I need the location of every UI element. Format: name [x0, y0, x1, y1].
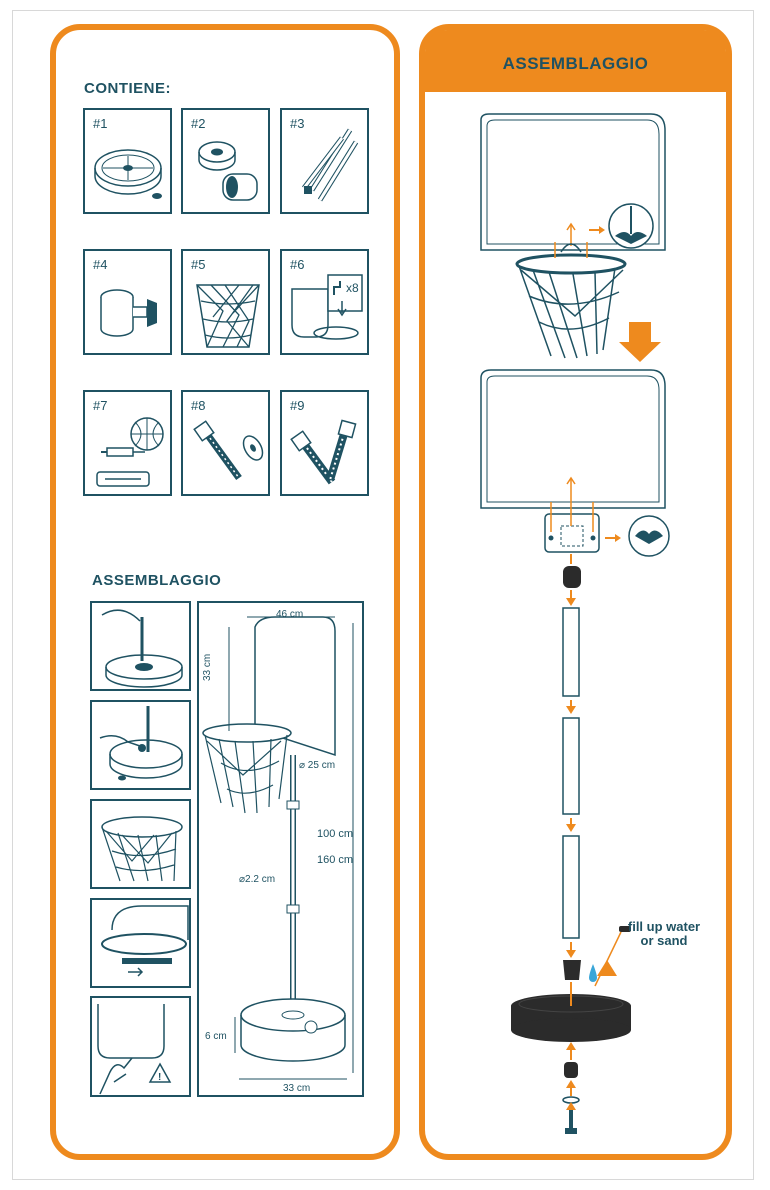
pole-cap: [563, 566, 581, 588]
part-cell-9: #9: [280, 390, 369, 496]
base-plug-top: [563, 960, 581, 980]
step-screw-base-illustration: [99, 706, 183, 781]
assembly-step-2: [90, 700, 191, 790]
rim-diameter-label: ⌀ 25 cm: [299, 760, 336, 771]
water-drop-icon: [589, 964, 597, 982]
part-cell-6: #6 x8: [280, 249, 369, 355]
dimensions-diagram: 46 cm 33 cm ⌀ 25 cm 100 cm 160 cm ⌀2.2 c…: [197, 601, 364, 1097]
hoop-dimensions-illustration: [202, 616, 354, 1080]
part-number: #3: [290, 116, 305, 131]
bolt-washer-icon: [193, 420, 264, 481]
part-number: #5: [191, 257, 206, 272]
part-cell-5: #5: [181, 249, 270, 355]
rim: [515, 253, 627, 275]
part-cell-4: #4: [83, 249, 172, 355]
backboard-rim-icon: [291, 274, 363, 340]
pole-tube-2: [562, 717, 580, 815]
assembly-heading-left: ASSEMBLAGGIO: [92, 572, 222, 589]
part-number: #9: [290, 398, 305, 413]
assembly-step-3: [90, 799, 191, 889]
down-arrow-icon: [619, 322, 661, 362]
step-warning-hand-illustration: !: [97, 1004, 172, 1095]
part-number: #7: [93, 398, 108, 413]
board-height-label: 33 cm: [202, 653, 213, 681]
ball-pump-icon: [96, 417, 164, 487]
step-net-attach-illustration: [101, 816, 183, 882]
assembly-step-5: !: [90, 996, 191, 1097]
net: [518, 265, 624, 359]
assembly-step-4: [90, 898, 191, 988]
contents-heading: CONTIENE:: [84, 80, 171, 97]
fill-instruction-line-2: or sand: [640, 933, 688, 948]
base-width-label: 33 cm: [283, 1083, 311, 1094]
step-base-insert-illustration: [101, 609, 183, 688]
part-number: #4: [93, 257, 108, 272]
assembly-heading-right: ASSEMBLAGGIO: [502, 54, 649, 73]
net-icon: [196, 284, 260, 348]
part-cell-7: #7: [83, 390, 172, 496]
pole-tube-1: [562, 607, 580, 697]
base-plug-bottom: [564, 1062, 578, 1078]
step-rim-mount-illustration: [101, 905, 189, 977]
part-cell-3: #3: [280, 108, 369, 214]
pole-tubes-icon: [302, 128, 359, 202]
backboard-bottom: [480, 369, 666, 509]
height-min-label: 100 cm: [317, 828, 354, 840]
pole-clamp-icon: [100, 289, 157, 337]
part-number: #6: [290, 257, 305, 272]
part-cell-1: #1: [83, 108, 172, 214]
base-part-icon: [94, 149, 162, 199]
part-cell-2: #2: [181, 108, 270, 214]
quantity-label: x8: [346, 281, 359, 295]
exploded-assembly-illustration: [480, 113, 670, 1134]
base-height-label: 6 cm: [205, 1031, 227, 1042]
part-number: #1: [93, 116, 108, 131]
pole-diameter-label: ⌀2.2 cm: [239, 874, 276, 885]
fill-instruction-line-1: fill up water: [627, 919, 701, 934]
part-number: #8: [191, 398, 206, 413]
fill-instruction: fill up water or sand: [614, 920, 714, 948]
pole-tube-3: [562, 835, 580, 939]
part-cell-8: #8: [181, 390, 270, 496]
height-max-label: 160 cm: [317, 854, 354, 866]
part-number: #2: [191, 116, 206, 131]
board-width-label: 46 cm: [276, 609, 304, 620]
screws-icon: [290, 419, 357, 485]
plugs-icon: [198, 141, 258, 201]
svg-text:!: !: [158, 1072, 161, 1083]
mount-bracket: [544, 513, 600, 553]
right-panel-header: [425, 30, 726, 92]
assembly-step-1: [90, 601, 191, 691]
